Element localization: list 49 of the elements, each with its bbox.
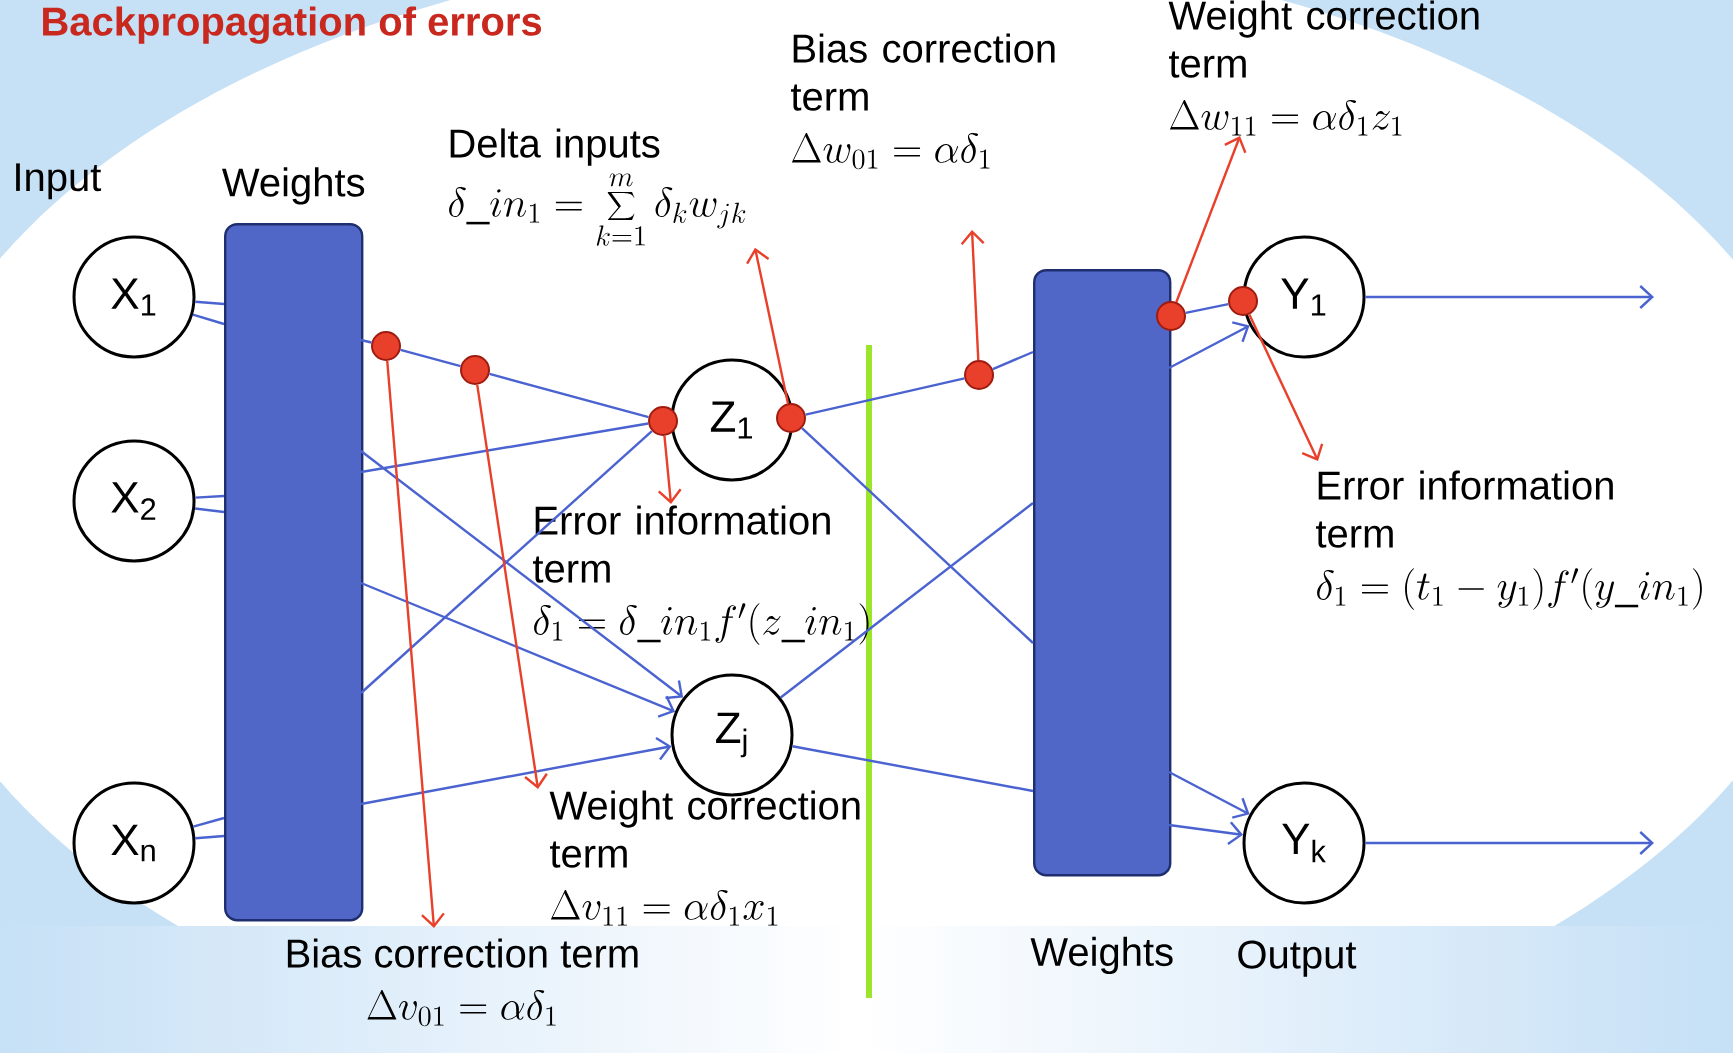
signal-dot: [964, 360, 994, 390]
signal-dot: [648, 406, 678, 436]
arrow: [1365, 285, 1654, 309]
connector-line: [489, 372, 649, 419]
connector-line: [360, 422, 649, 474]
signal-dot: [1228, 286, 1258, 316]
connector-line: [360, 430, 653, 694]
connector-line: [1185, 302, 1229, 315]
connector-line: [195, 494, 225, 499]
connector-line: [360, 338, 372, 344]
formula-note: Error information term $\delta_1=(t_1-y_1)f'(y\_in_1)$: [1316, 470, 1702, 610]
connector-line: [400, 348, 461, 368]
connector-line: [194, 507, 225, 514]
connector-line: [801, 427, 1034, 644]
layer-label: Output: [1238, 940, 1357, 977]
connector-line: [195, 300, 225, 306]
layer-label: Input: [16, 163, 102, 200]
arrow: [360, 450, 684, 700]
connector-line: [792, 745, 1034, 793]
formula-note: Weight correction term $\Delta w_{11}=\alpha\delta_1 z_1$: [1168, 0, 1479, 136]
arrow: [657, 435, 682, 504]
formula-note: Bias correction term $\Delta v_{01}=\alpha\delta_1$: [287, 938, 638, 1027]
connector-line: [195, 834, 225, 840]
arrow: [1168, 770, 1250, 819]
connector-line: [192, 816, 225, 828]
arrow: [1168, 321, 1250, 370]
formula-note: Delta inputs $\delta\_in_1=\sum_{k=1}^{m}\delta_k w_{jk}$: [449, 128, 746, 246]
weights-bar: Weights: [1030, 269, 1173, 975]
connector-line: [192, 313, 225, 326]
arrow: [1248, 314, 1324, 461]
node-label: Weights: [222, 167, 365, 205]
arrow: [360, 581, 676, 718]
signal-dot: [1156, 301, 1186, 331]
weights-bar: Weights: [222, 167, 365, 922]
signal-dot: [371, 331, 401, 361]
connector-line: [780, 502, 1034, 699]
arrow: [1168, 821, 1244, 845]
connector-line: [992, 350, 1034, 371]
arrow: [386, 360, 445, 928]
arrow: [360, 736, 672, 806]
connector-line: [805, 377, 965, 416]
arrow: [1175, 136, 1247, 303]
node-label: Weights: [1030, 936, 1173, 975]
arrow: [1365, 831, 1654, 855]
formula-note: Bias correction term $\Delta w_{01}=\alpha\delta_1$: [791, 33, 1055, 170]
arrow: [960, 230, 985, 361]
arrow: [746, 247, 790, 404]
arrow: [476, 384, 548, 789]
slide-title: Backpropagation of errors: [43, 6, 542, 44]
